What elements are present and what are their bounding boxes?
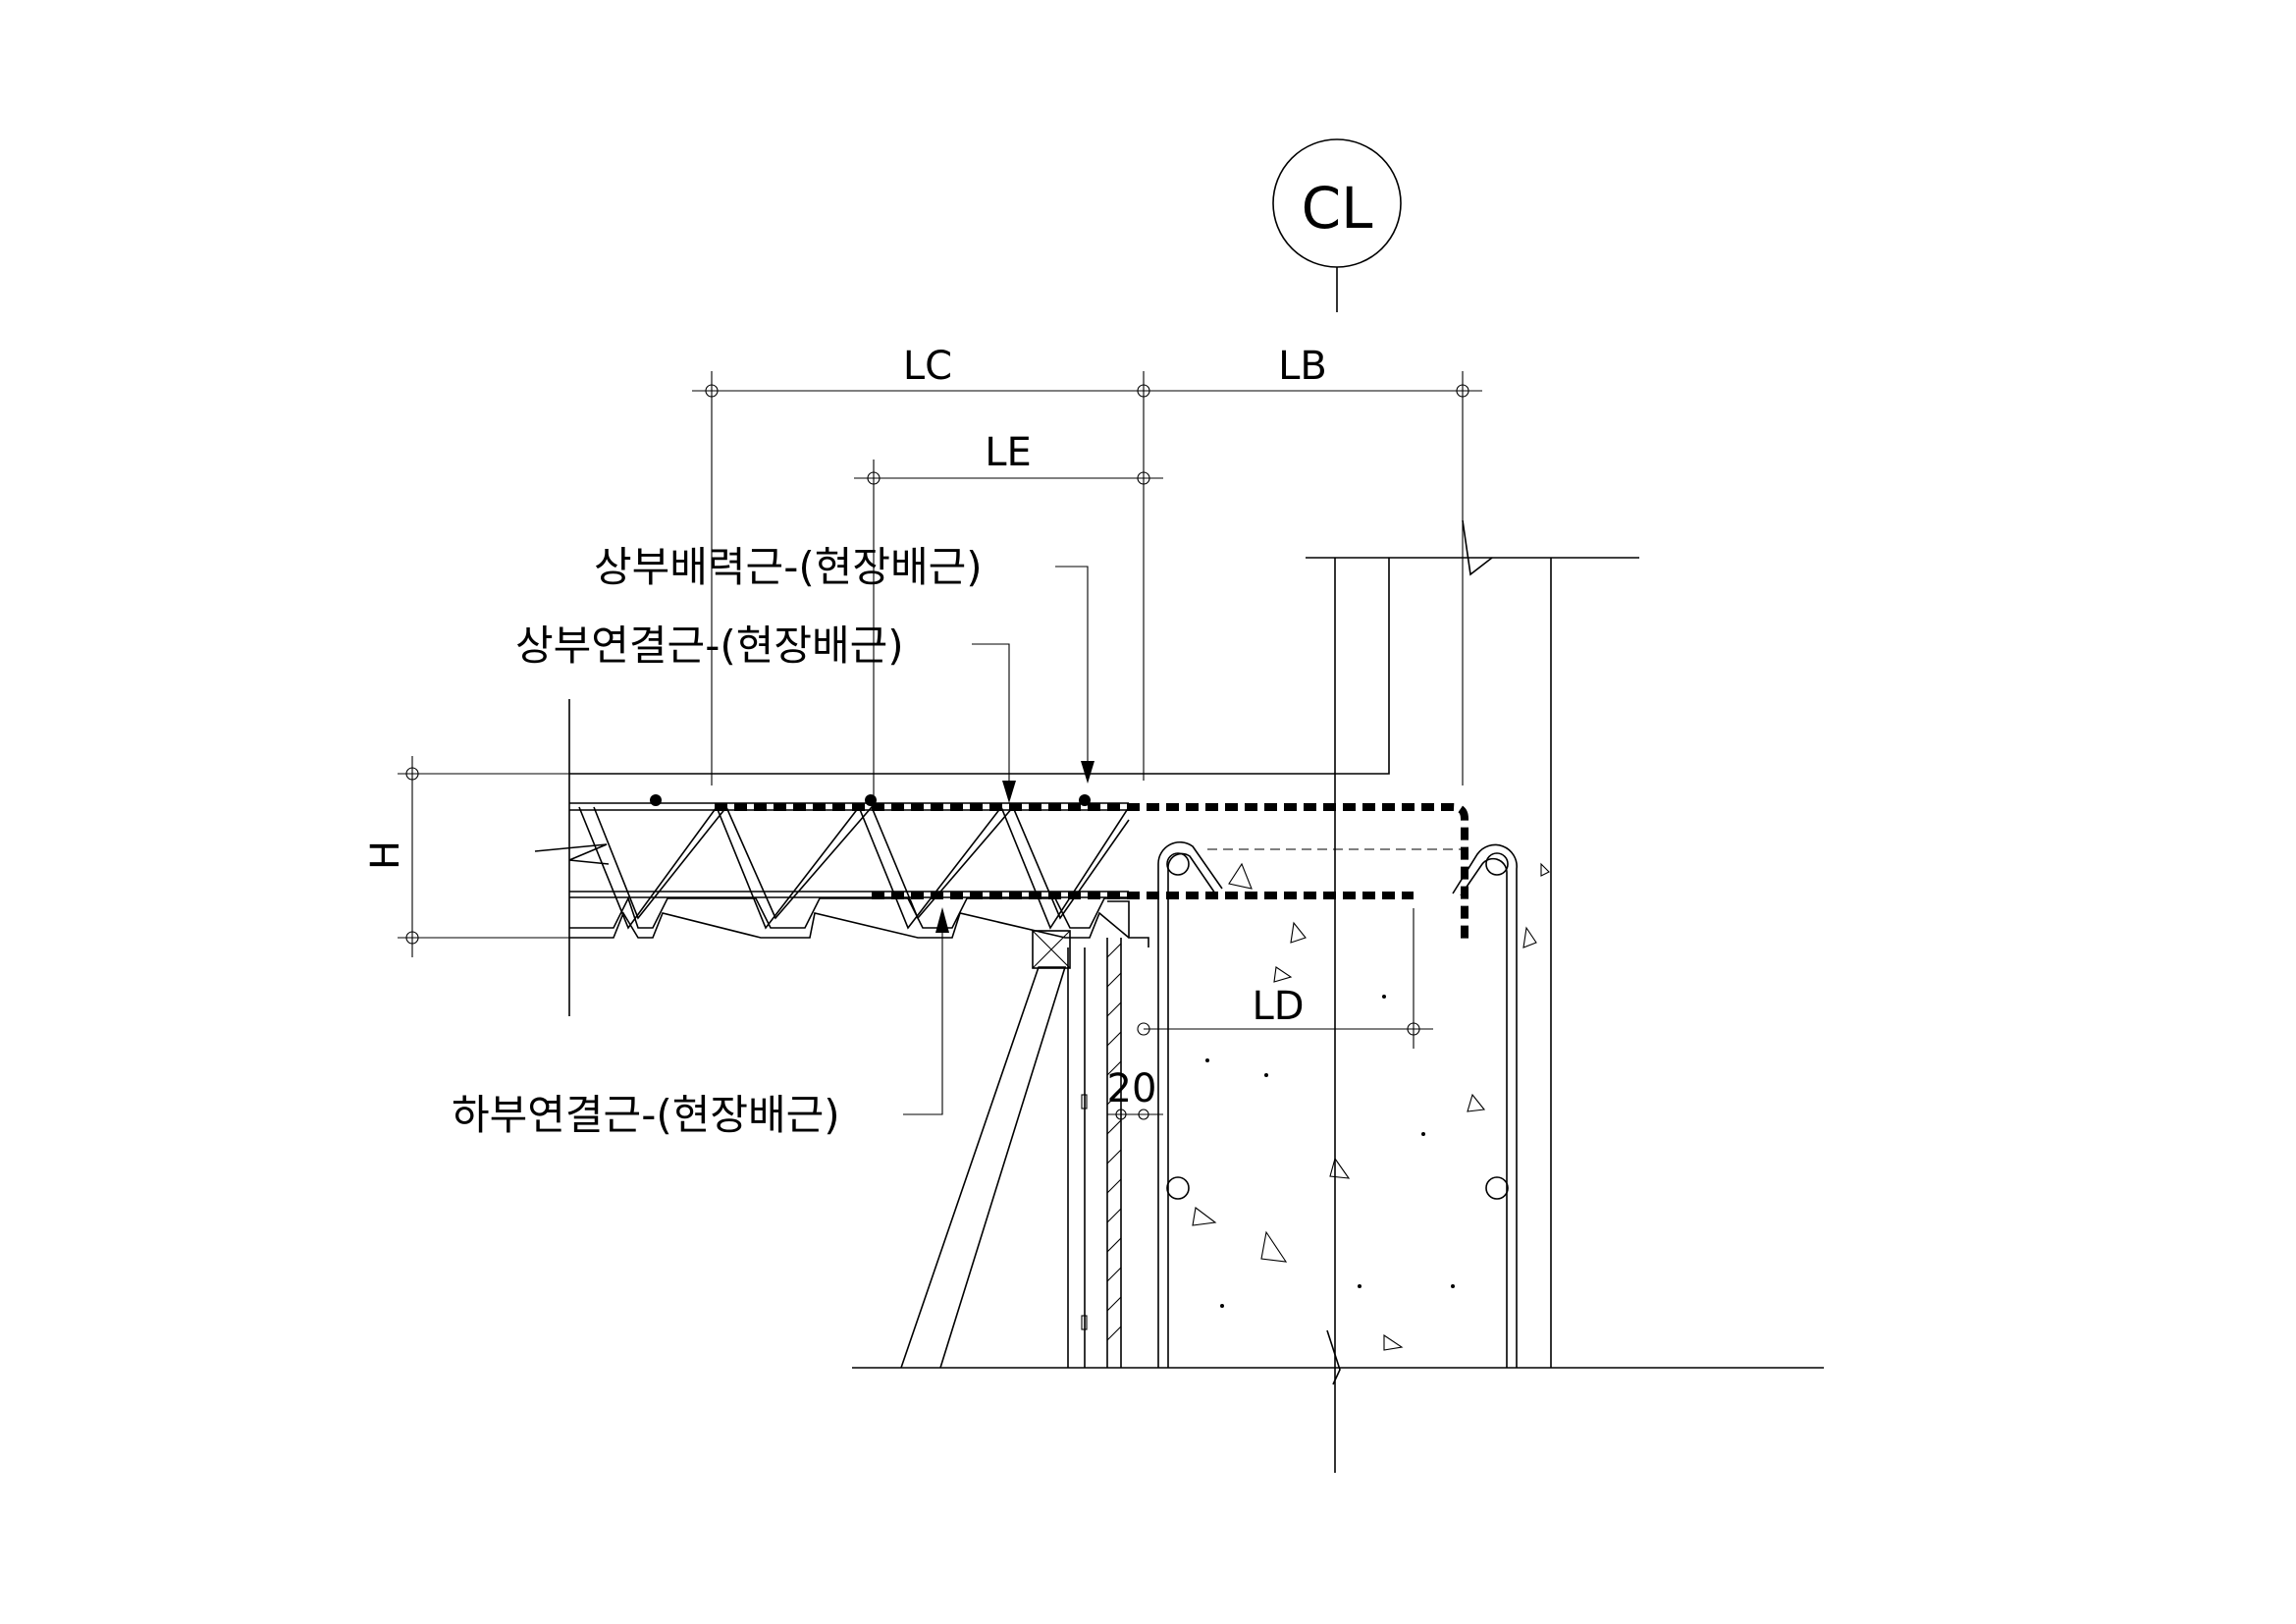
- break-mark-left: [534, 843, 610, 865]
- concrete-aggregate: [1192, 862, 1550, 1351]
- leader-line-bottom-connect: [903, 918, 943, 1115]
- post-head-cross: [1032, 930, 1071, 969]
- deck-plate-top: [569, 895, 1129, 929]
- leader-arrow: [1081, 761, 1095, 784]
- dim-label-le: LE: [985, 430, 1032, 475]
- truss-web-inner: [593, 805, 1130, 920]
- rebar-dot: [650, 794, 662, 806]
- break-mark-top: [1462, 519, 1493, 576]
- dimension-le: LE: [854, 430, 1163, 805]
- post-head: [1032, 930, 1071, 969]
- dim-node: [1137, 384, 1150, 398]
- label-bottom-connect: 하부연결근-(현장배근): [452, 1091, 840, 1139]
- angle-clip: [1107, 900, 1149, 947]
- dim-node: [405, 931, 419, 945]
- diagonal-shore: [900, 966, 1067, 1369]
- label-top-connect: 상부연결근-(현장배근): [515, 622, 904, 670]
- stirrup-left-inner: [1167, 852, 1216, 1368]
- field-rebars: [715, 803, 1468, 941]
- centerline-symbol: CL: [1302, 175, 1373, 242]
- corner-bar: [1166, 852, 1190, 876]
- formwork-support: [900, 900, 1149, 1369]
- side-bar: [1166, 1176, 1190, 1200]
- dim-label-gap: 20: [1107, 1066, 1157, 1111]
- wall-section: [1157, 558, 1552, 1473]
- leader-line-top-main: [1055, 566, 1089, 776]
- dim-label-lb: LB: [1278, 344, 1327, 389]
- stirrup-right: [1452, 843, 1518, 1368]
- dim-node: [1137, 471, 1150, 485]
- leader-bottom-connect: 하부연결근-(현장배근): [452, 907, 949, 1139]
- top-connect-rebar: [715, 803, 1468, 941]
- leader-arrow: [1002, 781, 1016, 803]
- stirrup-left: [1157, 840, 1223, 1368]
- dim-node: [867, 471, 881, 485]
- leader-arrow: [935, 907, 949, 933]
- dim-label-ld: LD: [1252, 984, 1304, 1029]
- dim-node: [405, 767, 419, 781]
- dim-node: [705, 384, 719, 398]
- dim-label-h: H: [363, 840, 408, 870]
- leader-top-main: 상부배력근-(현장배근): [594, 543, 1095, 784]
- slab-section: [534, 519, 1639, 1016]
- dim-node: [1456, 384, 1469, 398]
- dim-node: [1137, 1022, 1150, 1036]
- form-slot: [1081, 1315, 1088, 1330]
- leader-top-connect: 상부연결근-(현장배근): [515, 622, 1016, 803]
- centerline-marker: CL: [1272, 138, 1402, 312]
- dimension-lc-lb: LC LB: [692, 344, 1482, 785]
- dimension-ld: LD: [1137, 908, 1433, 1049]
- dim-label-lc: LC: [903, 344, 952, 389]
- break-mark-bottom: [1326, 1329, 1341, 1385]
- dim-node: [1138, 1109, 1149, 1120]
- dim-node: [1407, 1022, 1420, 1036]
- form-hatch: [1106, 943, 1122, 1341]
- label-top-main: 상부배력근-(현장배근): [594, 543, 983, 591]
- slab-top-surface: [569, 558, 1390, 775]
- corner-bar: [1485, 852, 1509, 876]
- dimension-h: H: [363, 756, 569, 957]
- leader-line-top-connect: [972, 643, 1010, 795]
- side-bar: [1485, 1176, 1509, 1200]
- form-slot: [1081, 1094, 1088, 1110]
- dimension-gap: 20: [1107, 1066, 1163, 1120]
